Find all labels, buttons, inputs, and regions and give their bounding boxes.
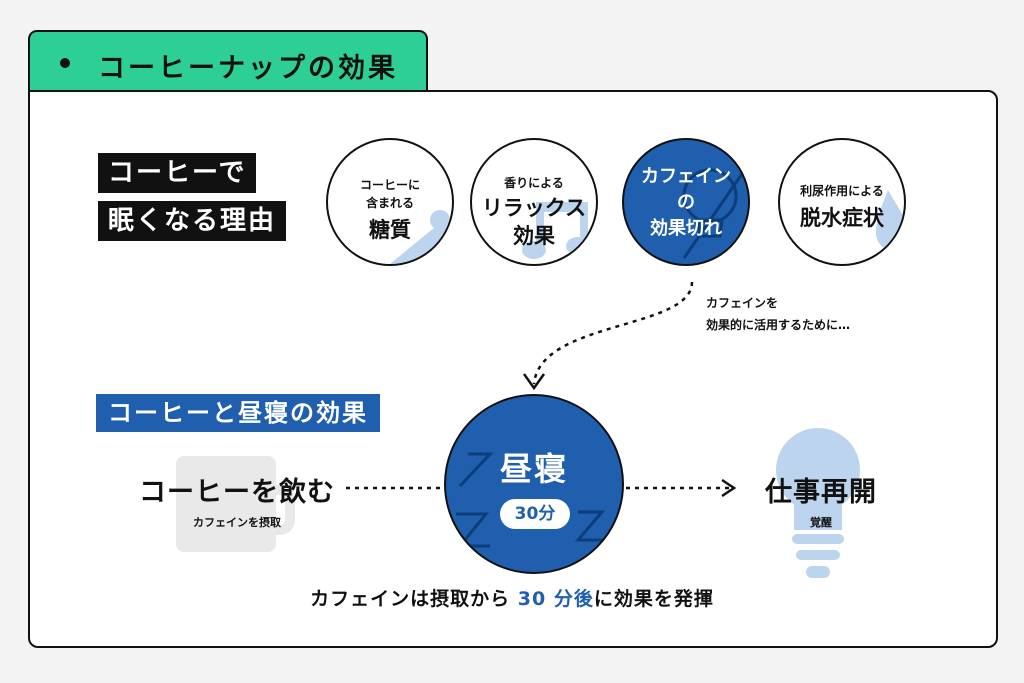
reason-aroma-big2: 効果 (513, 224, 555, 248)
nap-duration-badge: 30分 (500, 499, 570, 529)
reason-caffeine-line3: 効果切れ (650, 218, 722, 239)
reason-circle-aroma: 香りによる リラックス 効果 (470, 138, 598, 266)
reason-circle-dehydration: 利尿作用による 脱水症状 (778, 138, 906, 266)
reasons-heading-line1: コーヒーで (98, 153, 257, 193)
reason-caffeine-line2: の (677, 192, 695, 213)
caffeine-note-line2: 効果的に活用するために… (706, 318, 851, 332)
reason-sugar-big: 糖質 (369, 218, 411, 242)
curved-arrow-head-icon (522, 373, 546, 391)
lightbulb-icon (776, 428, 860, 578)
lightbulb-off-icon (682, 167, 748, 259)
reason-sugar-small1: コーヒーに (359, 178, 420, 192)
reason-caffeine-line1: カフェイン (641, 166, 731, 187)
curved-dashed-arrow (532, 281, 694, 385)
reasons-heading-line2: 眠くなる理由 (98, 201, 287, 241)
page-title: コーヒーナップの効果 (98, 53, 398, 84)
caffeine-note: カフェインを 効果的に活用するために… (706, 292, 850, 336)
reason-aroma-big1: リラックス (481, 196, 587, 220)
reason-circle-sugar: コーヒーに 含まれる 糖質 (326, 138, 454, 266)
reason-circle-caffeine: カフェイン の 効果切れ (622, 138, 750, 266)
effect-caption: カフェインは摂取から 30 分後に効果を発揮 (0, 584, 1024, 611)
reason-sugar-small2: 含まれる (365, 196, 414, 210)
caption-after: に効果を発揮 (593, 588, 714, 610)
step-drink-coffee-sub: カフェインを摂取 (193, 516, 281, 529)
water-drop-icon (876, 190, 904, 250)
caption-before: カフェインは摂取から (310, 588, 518, 610)
caffeine-note-line1: カフェインを (706, 296, 779, 310)
bullet-dot-icon (60, 58, 70, 68)
nap-title: 昼寝 (499, 450, 568, 488)
step-resume-work-sub: 覚醒 (810, 516, 832, 529)
step-drink-coffee-label: コーヒーを飲む (139, 477, 335, 508)
arrow-head-icon (721, 478, 737, 498)
step-resume-work-label: 仕事再開 (765, 477, 877, 508)
reason-dehydration-small: 利尿作用による (800, 184, 884, 198)
sugar-drop-icon (390, 210, 452, 264)
reason-aroma-small: 香りによる (504, 176, 564, 190)
header-tab: コーヒーナップの効果 (28, 30, 428, 94)
zzz-icon (456, 452, 606, 548)
coffee-cup-icon (176, 456, 295, 552)
nap-circle: 昼寝 30分 (444, 394, 624, 574)
reason-dehydration-big: 脱水症状 (800, 206, 884, 230)
caption-highlight: 30 分後 (517, 588, 594, 610)
nap-section-heading: コーヒーと昼寝の効果 (96, 394, 380, 432)
music-note-icon (522, 202, 590, 259)
